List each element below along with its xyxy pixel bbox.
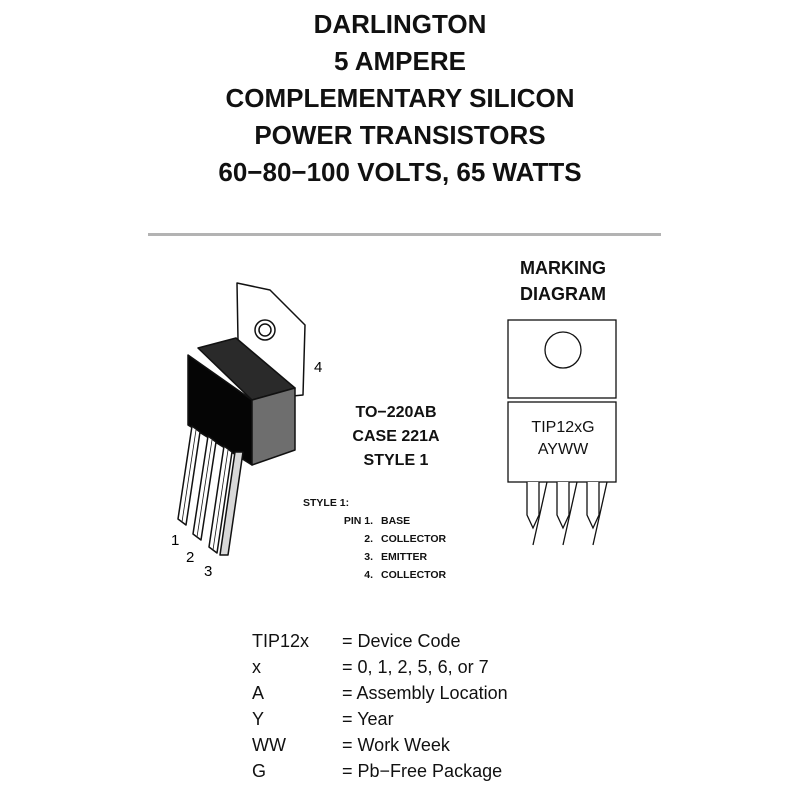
to220-package-illustration [177,282,306,556]
pin-label-2: 2 [186,549,194,566]
marking-leads [526,481,608,546]
legend-row: TIP12x = Device Code [252,628,508,654]
pin-label-3: 3 [204,563,212,580]
legend-row: Y = Year [252,706,508,732]
legend-code: TIP12x [252,631,310,651]
legend-description: = Pb−Free Package [342,761,503,781]
marking-body-region [507,401,617,483]
legend-row: G = Pb−Free Package [252,758,508,784]
package-line: TO−220AB [355,404,437,421]
marking-line-device: TIP12xG [531,419,595,436]
pin-row: 3. EMITTER [303,548,446,566]
legend-description: = Device Code [342,631,461,651]
legend-code: x [252,657,261,677]
pin-number: 4. [364,569,373,581]
pin-style-header: STYLE 1: [303,494,446,512]
legend-description: = Work Week [342,735,450,755]
package-line: STYLE 1 [363,452,429,469]
pin-row: PIN 1. BASE [303,512,446,530]
legend-code: WW [252,735,286,755]
legend-row: WW = Work Week [252,732,508,758]
title-line: POWER TRANSISTORS [254,120,546,150]
legend-row: A = Assembly Location [252,680,508,706]
marking-line-date: AYWW [537,441,589,458]
pin-function: EMITTER [381,551,428,563]
title-line: DARLINGTON [313,9,487,39]
legend-code: G [252,761,267,781]
section-divider [148,233,661,236]
pin-style-list: STYLE 1: PIN 1. BASE 2. COLLECTOR 3. EMI… [303,494,446,584]
marking-text: TIP12xG AYWW [508,417,618,461]
marking-title-line: MARKING [520,258,606,278]
pin-label-1: 1 [171,532,179,549]
package-body-side [251,387,296,466]
legend-code: A [252,683,265,703]
legend-description: = 0, 1, 2, 5, 6, or 7 [342,657,489,677]
legend-row: x = 0, 1, 2, 5, 6, or 7 [252,654,508,680]
title-line: COMPLEMENTARY SILICON [225,83,575,113]
legend-description: = Assembly Location [342,683,508,703]
datasheet-title: DARLINGTON 5 AMPERE COMPLEMENTARY SILICO… [0,6,800,191]
marking-mounting-hole [544,331,582,369]
pin-function: BASE [381,515,411,527]
pin-style-header-text: STYLE 1: [303,497,350,509]
pin-number: PIN 1. [343,515,373,527]
marking-title-line: DIAGRAM [520,284,606,304]
legend-description: = Year [342,709,394,729]
marking-diagram-title: MARKING DIAGRAM [470,255,656,307]
title-line: 5 AMPERE [334,46,466,76]
package-line: CASE 221A [352,428,440,445]
pin-number: 3. [364,551,373,563]
marking-diagram-outline [507,319,617,546]
tab-pin-label: 4 [314,359,322,376]
pin-function: COLLECTOR [381,569,447,581]
pin-number: 2. [364,533,373,545]
package-designation: TO−220AB CASE 221A STYLE 1 [300,401,492,473]
title-line: 60−80−100 VOLTS, 65 WATTS [218,157,582,187]
legend-code: Y [252,709,265,729]
marking-legend: TIP12x = Device Code x = 0, 1, 2, 5, 6, … [252,628,508,784]
pin-row: 4. COLLECTOR [303,566,446,584]
pin-function: COLLECTOR [381,533,447,545]
pin-row: 2. COLLECTOR [303,530,446,548]
